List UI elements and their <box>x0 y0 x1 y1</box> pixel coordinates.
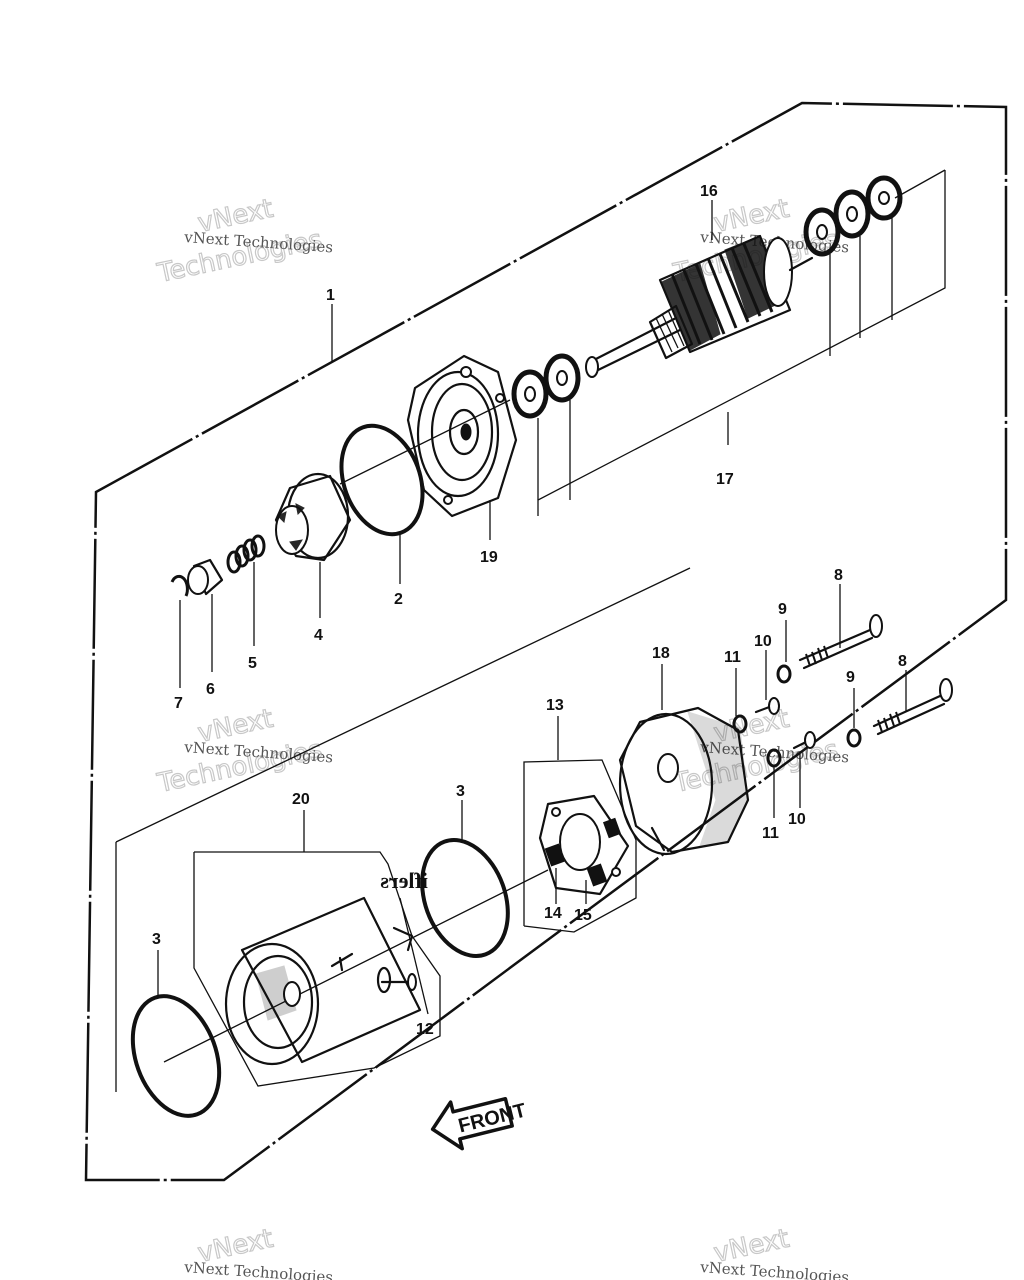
spring <box>226 534 266 574</box>
washer <box>833 189 871 239</box>
axis-line <box>163 869 549 1063</box>
washer <box>865 175 903 221</box>
part-label-3: 3 <box>456 783 465 800</box>
watermark: vNext vNext Technologies <box>183 1223 334 1280</box>
part-label-19: 19 <box>480 549 498 566</box>
o-ring <box>339 423 425 537</box>
part-label-17: 17 <box>716 471 734 488</box>
part-label-2: 2 <box>394 591 403 608</box>
long-bolt <box>872 678 953 736</box>
part-label-1: 1 <box>326 287 335 304</box>
part-label-11: 11 <box>724 649 741 666</box>
o-ring <box>420 837 510 959</box>
part-label-10: 10 <box>754 633 772 650</box>
part-label-5: 5 <box>248 655 257 672</box>
washer <box>511 369 549 419</box>
washer <box>846 728 862 748</box>
circlip <box>170 574 189 597</box>
part-label-8: 8 <box>898 653 907 670</box>
washer <box>543 353 581 403</box>
lock-washer <box>732 714 748 734</box>
washer <box>776 664 792 684</box>
svg-text:vNext Technologies: vNext Technologies <box>183 1258 334 1280</box>
front-cover <box>406 354 518 518</box>
o-ring <box>130 994 222 1118</box>
yoke <box>224 896 422 1066</box>
part-label-9: 9 <box>778 601 787 618</box>
part-label-18: 18 <box>652 645 670 662</box>
rear-cover <box>618 706 750 856</box>
part-label-9: 9 <box>846 669 855 686</box>
axis-line <box>339 399 511 485</box>
armature <box>585 234 814 378</box>
part-label-8: 8 <box>834 567 843 584</box>
part-label-15: 15 <box>574 907 592 924</box>
bracket-20 <box>193 851 441 1087</box>
part-label-3: 3 <box>152 931 161 948</box>
part-label-7: 7 <box>174 695 183 712</box>
watermark: vNext Technologies vNext Technologies <box>154 193 334 290</box>
svg-text:vNext Technologies: vNext Technologies <box>699 1258 850 1280</box>
washer <box>803 207 841 257</box>
part-label-6: 6 <box>206 681 215 698</box>
watermark: vNext vNext Technologies <box>699 1223 850 1280</box>
part-label-16: 16 <box>700 183 718 200</box>
pinion-clutch <box>274 472 352 562</box>
screw <box>754 697 780 715</box>
leader-line <box>399 897 429 1015</box>
part-label-13: 13 <box>546 697 564 714</box>
bracket-17-arm <box>894 169 946 199</box>
bracket-13 <box>523 759 637 933</box>
part-label-20: 20 <box>292 791 310 808</box>
collar <box>187 558 224 596</box>
part-label-10: 10 <box>788 811 806 828</box>
screw <box>792 731 816 750</box>
mirrored-text: iflers <box>380 868 428 893</box>
brush-plate <box>538 794 630 896</box>
part-label-14: 14 <box>544 905 562 922</box>
front-arrow-icon: FRONT <box>430 1096 528 1151</box>
assembly-border <box>84 101 1008 1182</box>
part-label-4: 4 <box>314 627 323 644</box>
reference-line <box>115 567 691 843</box>
part-labels: 1 2 3 3 4 5 6 7 8 8 9 9 10 10 11 11 12 1… <box>152 183 907 1038</box>
bracket-17 <box>537 170 946 516</box>
long-bolt <box>798 614 883 670</box>
part-label-11: 11 <box>762 825 779 842</box>
part-label-12: 12 <box>416 1021 434 1038</box>
